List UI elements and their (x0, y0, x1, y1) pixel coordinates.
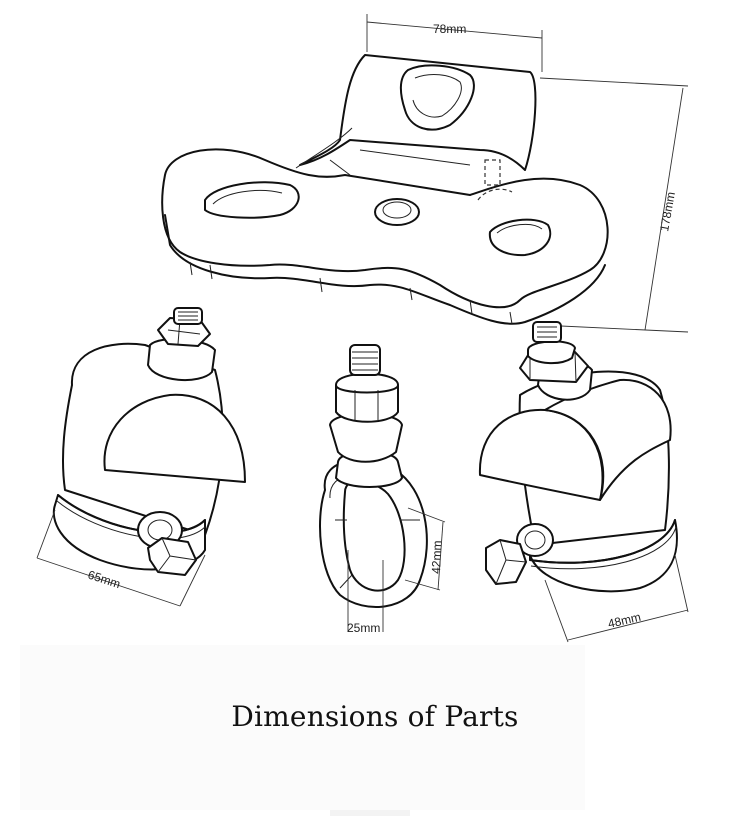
bracket-left-slot-inner (212, 190, 283, 205)
bracket-right-slot-inner (496, 223, 543, 234)
bracket-weld-highlight-2 (484, 159, 501, 186)
dimension-bracket-width: 78mm (366, 14, 543, 72)
bracket-upright-slot-inner (412, 74, 462, 118)
left-clamp-label: 65mm (86, 568, 122, 592)
page-caption: Dimensions of Parts (231, 700, 519, 733)
left-clamp-saddle (103, 393, 246, 483)
right-clamp (478, 321, 678, 593)
bracket-upright (299, 54, 537, 171)
eye-bolt-height-label: 42mm (429, 540, 444, 574)
bracket-upright-slot (399, 64, 475, 131)
dimension-eye-bolt-height: 42mm (404, 507, 446, 591)
bracket-width-label: 78mm (433, 22, 466, 36)
bracket-center-hole-inner (382, 201, 412, 219)
caption-band (20, 645, 585, 810)
bracket-plate-edge (164, 214, 606, 325)
eye-bolt-nut-top (335, 372, 399, 394)
right-clamp-saddle-top (544, 378, 672, 501)
bracket-right-slot (488, 218, 552, 257)
bottom-tab (330, 810, 410, 816)
eye-bolt-width-label: 25mm (347, 621, 380, 635)
bracket-upright-bend (295, 127, 471, 176)
right-clamp-base-ring (529, 519, 676, 564)
right-clamp-side-bolt (485, 523, 554, 585)
right-clamp-base-ring-2 (530, 526, 677, 570)
eye-bolt (319, 344, 428, 608)
left-clamp-top-bolt (147, 307, 216, 382)
right-clamp-top-bolt (519, 321, 593, 401)
left-clamp-base-ring-2 (56, 500, 206, 540)
bracket-center-hole (374, 198, 420, 226)
dimension-bracket-height: 178mm (539, 77, 689, 333)
eye-bolt-nut (335, 384, 399, 423)
bracket-left-slot (204, 181, 300, 219)
bracket-weld-highlight (477, 188, 513, 201)
bracket-height-label: 178mm (657, 191, 678, 233)
left-clamp-side-bolt (137, 511, 197, 576)
left-clamp (52, 307, 246, 576)
mounting-bracket (161, 54, 609, 325)
bracket-plate-edge-inner (189, 261, 513, 325)
dimension-eye-bolt-width: 25mm (347, 550, 384, 635)
right-clamp-label: 48mm (607, 610, 643, 631)
